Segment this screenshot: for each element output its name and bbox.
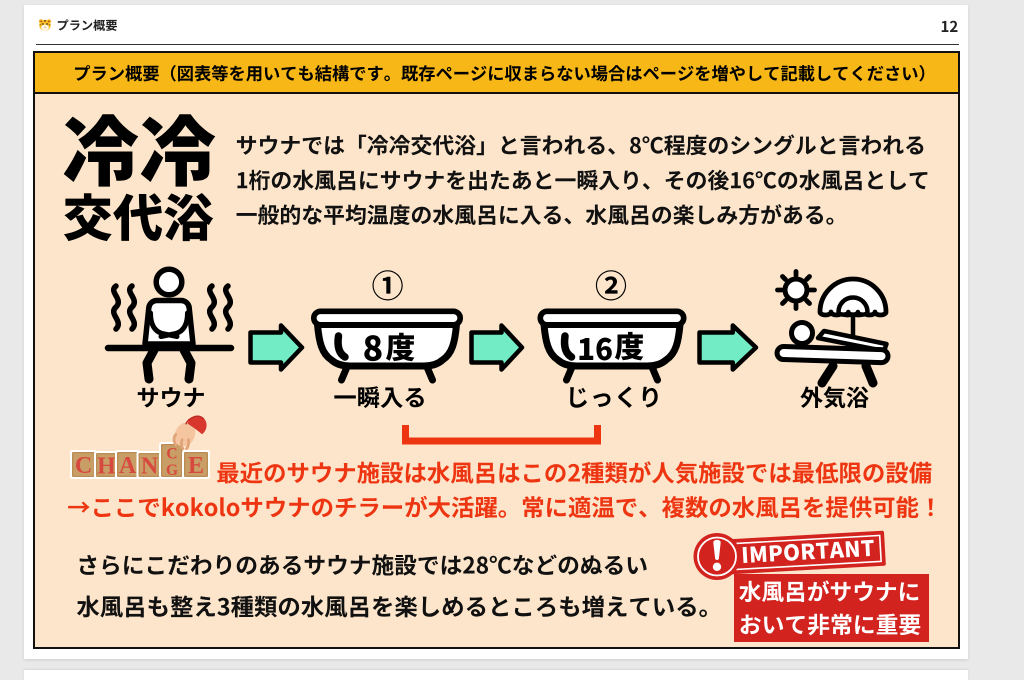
svg-text:E: E	[188, 453, 204, 479]
svg-text:H: H	[97, 454, 116, 480]
svg-text:G: G	[166, 462, 178, 479]
svg-text:A: A	[119, 453, 137, 479]
svg-text:C: C	[166, 446, 177, 463]
svg-text:C: C	[75, 453, 92, 479]
svg-text:N: N	[141, 454, 159, 480]
